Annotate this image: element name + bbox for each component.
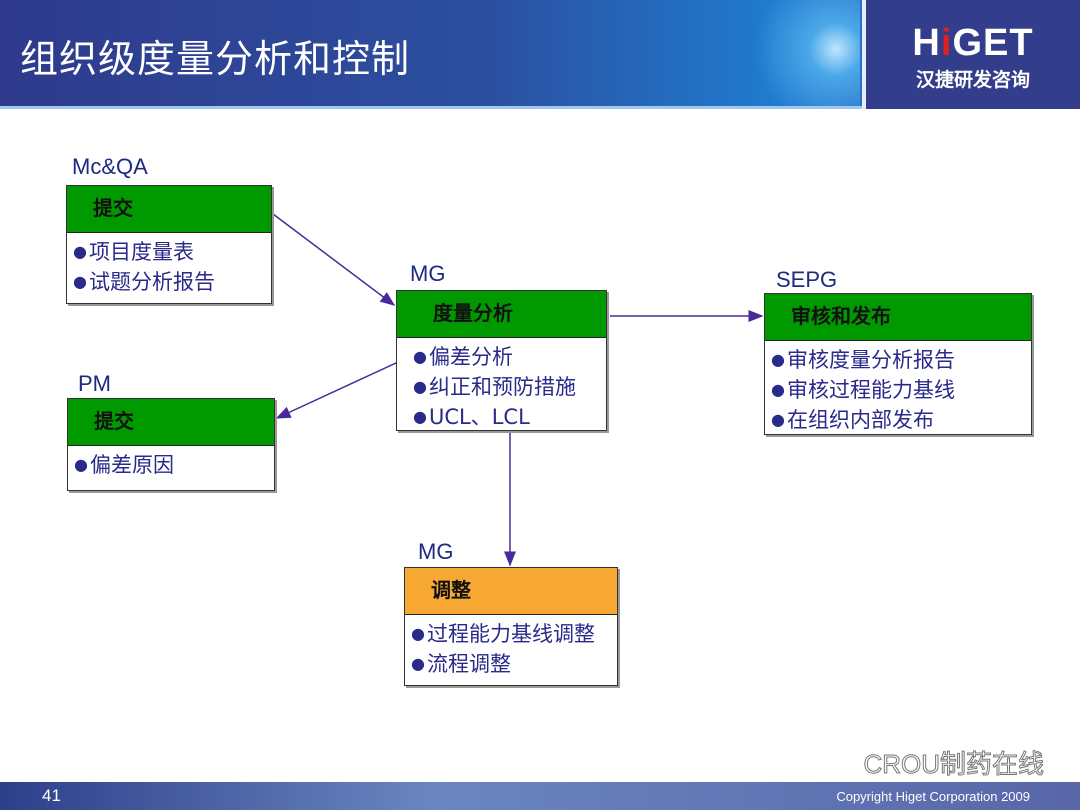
- arrow-mcqa-to-analysis: [272, 213, 396, 306]
- box-measurement-analysis: 度量分析 偏差分析纠正和预防措施UCL、LCL: [396, 290, 607, 431]
- box-mcqa-submit: 提交 项目度量表试题分析报告: [66, 185, 272, 304]
- role-label-mcqa: Mc&QA: [72, 154, 148, 179]
- header-divider: [862, 0, 866, 109]
- logo-i: i: [940, 22, 953, 64]
- list-item: 试题分析报告: [73, 267, 271, 297]
- page-title: 组织级度量分析和控制: [20, 37, 411, 81]
- copyright: Copyright Higet Corporation 2009: [836, 789, 1030, 804]
- header-banner: 组织级度量分析和控制 HiGET 汉捷研发咨询: [0, 0, 1080, 109]
- box-header: 提交: [67, 186, 271, 233]
- list-item: UCL、LCL: [413, 402, 606, 432]
- box-header: 调整: [405, 568, 617, 615]
- higet-logo: HiGET 汉捷研发咨询: [866, 0, 1080, 109]
- list-item: 偏差分析: [413, 342, 606, 372]
- list-item: 在组织内部发布: [771, 405, 1031, 435]
- globe-graphic: [700, 0, 860, 109]
- role-label-sepg: SEPG: [776, 267, 838, 292]
- box-header: 提交: [68, 399, 274, 446]
- logo-get: GET: [952, 22, 1034, 64]
- logo-h: H: [912, 22, 941, 64]
- box-header: 审核和发布: [765, 294, 1031, 341]
- role-label-mg: MG: [410, 261, 446, 286]
- box-pm-submit: 提交 偏差原因: [67, 398, 275, 491]
- role-label-pm: PM: [78, 371, 111, 396]
- list-item: 审核度量分析报告: [771, 345, 1031, 375]
- box-adjust: 调整 过程能力基线调整流程调整: [404, 567, 618, 686]
- list-item: 过程能力基线调整: [411, 619, 617, 649]
- logo-subtitle: 汉捷研发咨询: [915, 69, 1030, 91]
- list-item: 偏差原因: [74, 450, 274, 480]
- watermark: CROU制药在线: [863, 749, 1045, 780]
- list-item: 项目度量表: [73, 237, 271, 267]
- list-item: 流程调整: [411, 649, 617, 679]
- header-underline: [0, 106, 862, 109]
- list-item: 审核过程能力基线: [771, 375, 1031, 405]
- box-review-publish: 审核和发布 审核度量分析报告审核过程能力基线在组织内部发布: [764, 293, 1032, 435]
- page-number: 41: [42, 786, 61, 805]
- footer-bar: 41 Copyright Higet Corporation 2009: [0, 782, 1080, 810]
- list-item: 纠正和预防措施: [413, 372, 606, 402]
- role-label-mg-adjust: MG: [418, 539, 454, 564]
- box-header: 度量分析: [397, 291, 606, 338]
- logo-brand: HiGET: [866, 22, 1080, 65]
